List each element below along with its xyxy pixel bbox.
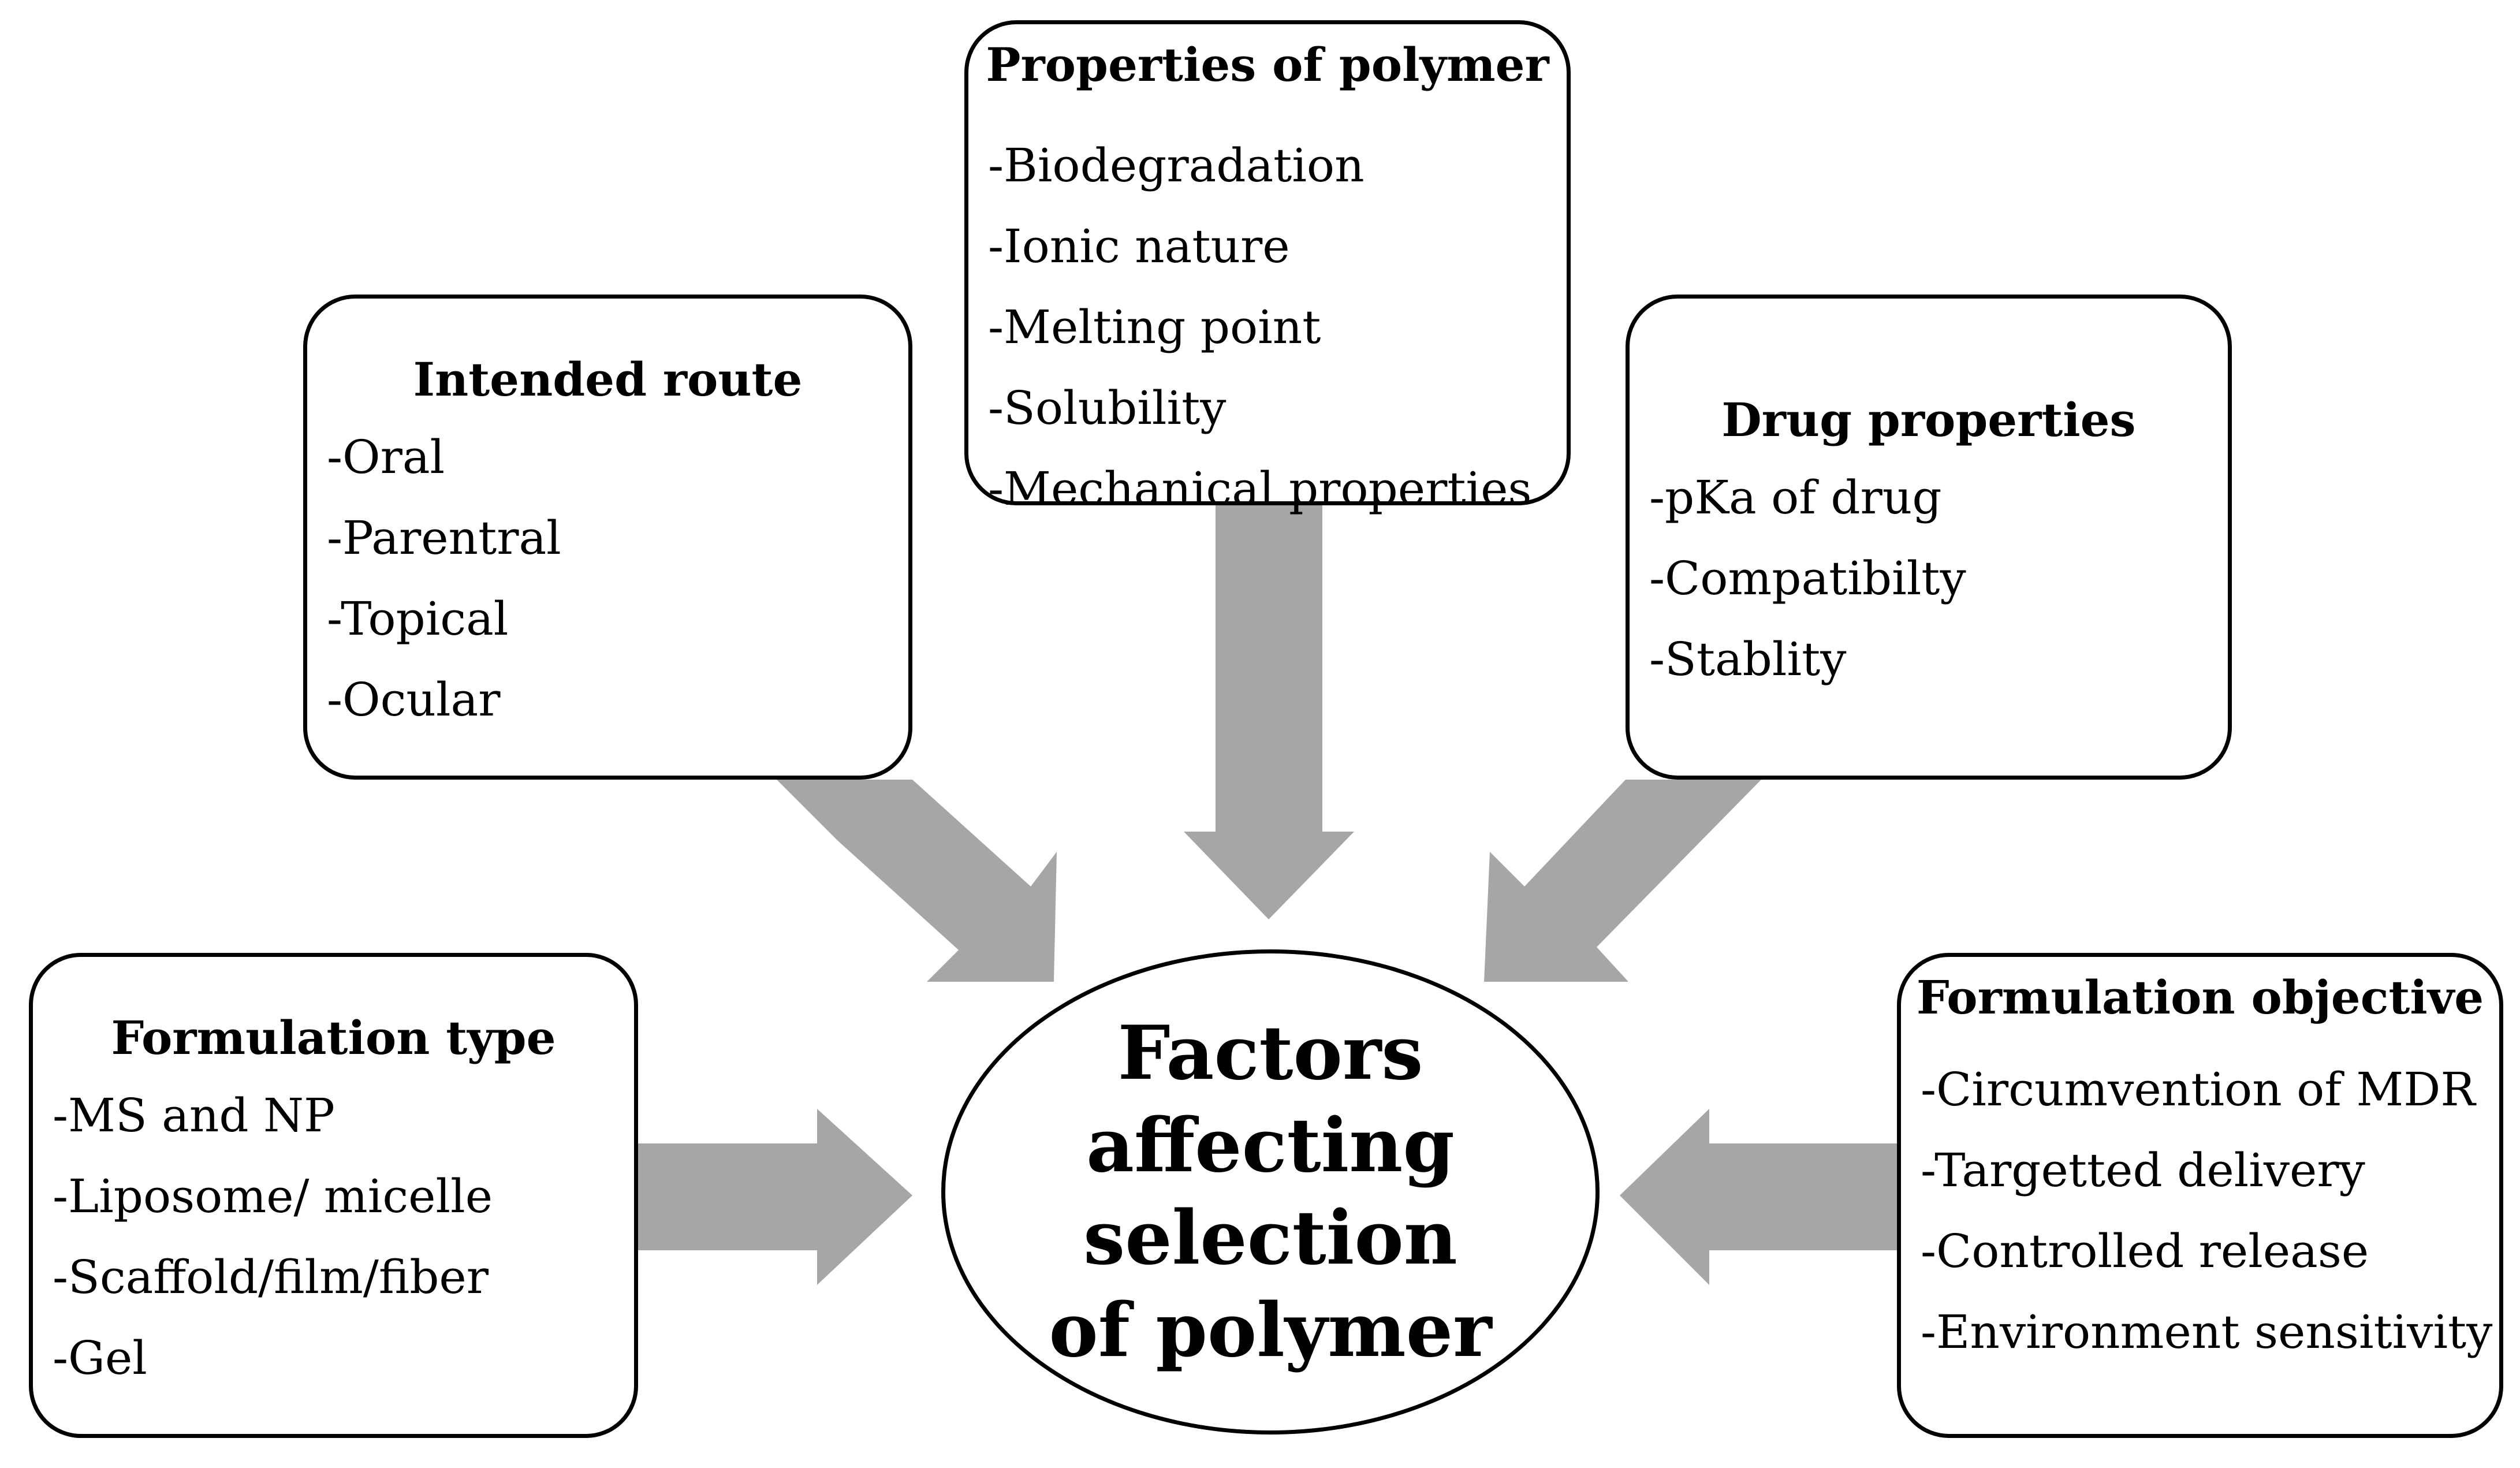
- list-item: -Solubility: [988, 381, 1227, 435]
- arrow-from-drug-properties: [1484, 780, 1761, 982]
- box-drug-properties: Drug properties -pKa of drug -Compatibil…: [1626, 295, 2232, 780]
- list-item: -Targetted delivery: [1921, 1143, 2365, 1197]
- list-item: -Compatibilty: [1649, 552, 1966, 605]
- list-item: -pKa of drug: [1649, 471, 1942, 524]
- box-intended-route: Intended route -Oral -Parentral -Topical…: [303, 295, 912, 780]
- list-item: -Scaffold/film/fiber: [53, 1250, 489, 1304]
- item-list: -Circumvention of MDR -Targetted deliver…: [1921, 1049, 2492, 1373]
- box-title: Intended route: [413, 352, 803, 407]
- center-ellipse: Factors affecting selection of polymer: [941, 949, 1600, 1435]
- box-title: Formulation type: [111, 1011, 556, 1065]
- list-item: -Environment sensitivity: [1921, 1305, 2493, 1359]
- box-properties-of-polymer: Properties of polymer -Biodegradation -I…: [964, 20, 1571, 516]
- arrow-from-formulation-type: [635, 1109, 912, 1285]
- box-title: Drug properties: [1721, 393, 2136, 447]
- list-item: -Ocular: [327, 673, 501, 726]
- box-formulation-type: Formulation type -MS and NP -Liposome/ m…: [29, 953, 638, 1438]
- list-item: -Ionic nature: [988, 219, 1290, 273]
- list-item: -MS and NP: [53, 1089, 335, 1142]
- list-item: -Liposome/ micelle: [53, 1169, 493, 1223]
- list-item: -Parentral: [327, 511, 561, 565]
- list-item: -Stablity: [1649, 632, 1847, 686]
- box-formulation-objective: Formulation objective -Circumvention of …: [1897, 953, 2503, 1438]
- arrow-from-intended-route: [777, 780, 1057, 982]
- arrow-from-formulation-objective: [1620, 1109, 1903, 1285]
- list-item: -Mechanical properties: [988, 462, 1532, 516]
- list-item: -Melting point: [988, 300, 1321, 354]
- list-item: -Oral: [327, 430, 445, 484]
- box-title: Formulation objective: [1916, 970, 2484, 1024]
- item-list: -Biodegradation -Ionic nature -Melting p…: [988, 125, 1531, 530]
- list-item: -Topical: [327, 592, 509, 646]
- box-title: Properties of polymer: [986, 38, 1549, 92]
- list-item: -Gel: [53, 1331, 147, 1385]
- list-item: -Biodegradation: [988, 139, 1365, 192]
- list-item: -Controlled release: [1921, 1224, 2369, 1278]
- item-list: -MS and NP -Liposome/ micelle -Scaffold/…: [53, 1075, 493, 1399]
- list-item: -Circumvention of MDR: [1921, 1063, 2476, 1116]
- center-title: Factors affecting selection of polymer: [1049, 1010, 1492, 1374]
- arrow-from-properties-of-polymer: [1184, 502, 1354, 919]
- item-list: -Oral -Parentral -Topical -Ocular: [327, 417, 561, 740]
- item-list: -pKa of drug -Compatibilty -Stablity: [1649, 457, 1966, 700]
